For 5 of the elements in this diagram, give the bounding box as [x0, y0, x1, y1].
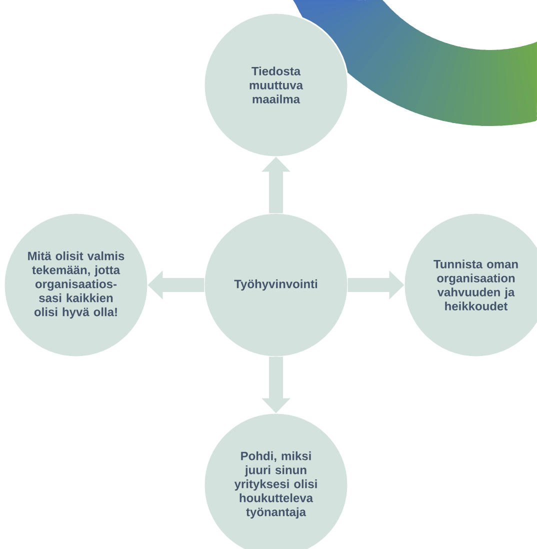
- circle-node: Tiedosta muuttuva maailma: [203, 12, 349, 158]
- circle-node: Työhyvinvointi: [203, 212, 349, 358]
- circle-node: Mitä olisit valmis tekemään, jotta organisaatios- sasi kaikkien olisi hyvä olla!: [3, 212, 149, 358]
- circle-node: Tunnista oman organisaation vahvuuden ja heikkoudet: [403, 212, 537, 358]
- circle-node: Pohdi, miksi juuri sinun yrityksesi olisi houkutteleva työnantaja: [203, 412, 349, 549]
